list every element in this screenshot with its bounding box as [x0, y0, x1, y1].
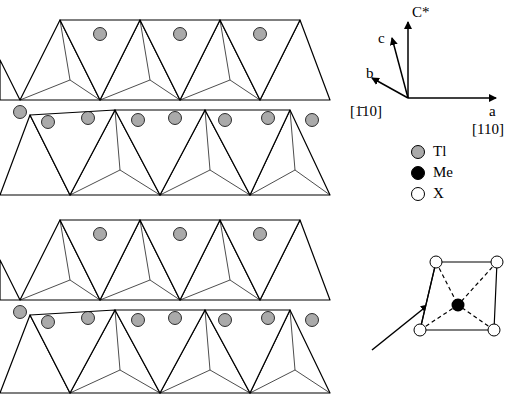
axis-label: b: [366, 66, 374, 81]
legend-text: Tl: [433, 144, 446, 159]
legend-text: X: [433, 186, 444, 201]
legend-row: Me: [411, 165, 453, 180]
axis-label: c: [378, 31, 385, 46]
axis-label: C*: [412, 5, 430, 20]
legend-row: X: [411, 186, 444, 201]
axis-label: [110]: [472, 122, 504, 137]
legend-swatch: [411, 145, 425, 159]
legend-swatch: [411, 187, 425, 201]
legend-swatch: [411, 166, 425, 180]
axis-label: a: [489, 104, 496, 119]
axis-label: [1̄10]: [350, 104, 382, 119]
legend-row: Tl: [411, 144, 446, 159]
legend-text: Me: [433, 165, 453, 180]
